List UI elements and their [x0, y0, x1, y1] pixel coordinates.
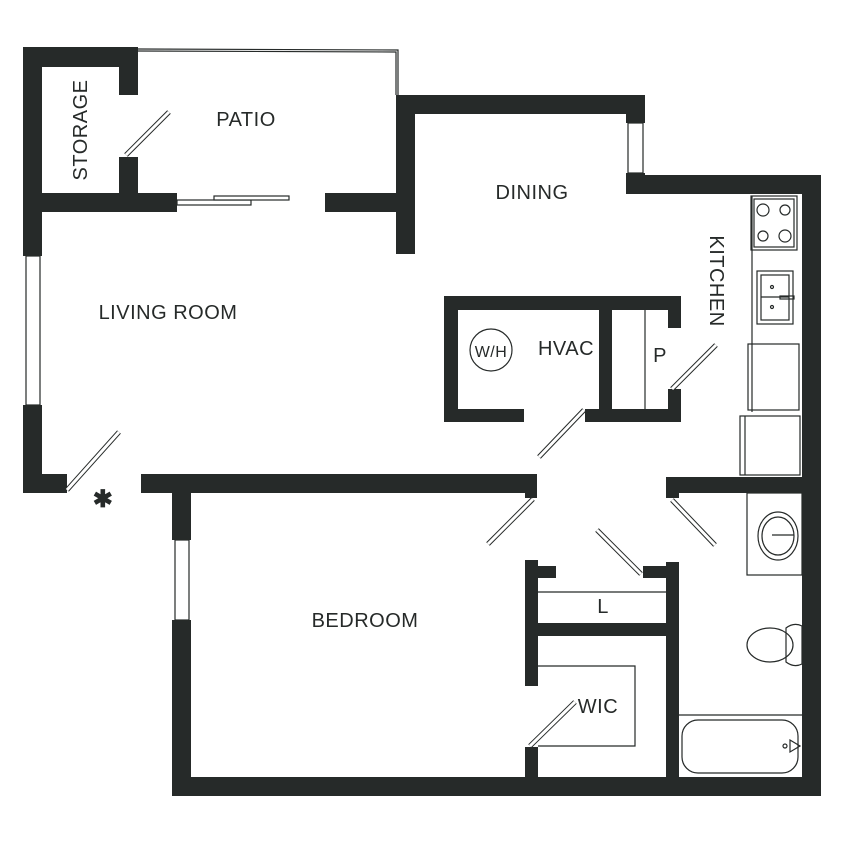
label-water-heater: W/H: [475, 344, 508, 361]
walls: [23, 47, 821, 796]
fixtures: [469, 195, 803, 774]
vanity-icon: [746, 492, 803, 576]
label-patio: PATIO: [216, 109, 276, 131]
label-kitchen: KITCHEN: [705, 235, 727, 326]
sliding-door-panel[interactable]: [213, 195, 290, 201]
toilet-icon: [746, 623, 803, 667]
kitchen-sink-icon: [756, 270, 795, 325]
label-pantry: P: [653, 345, 667, 367]
room-labels: STORAGE PATIO DINING KITCHEN LIVING ROOM…: [70, 80, 727, 718]
bathtub-icon: [681, 719, 799, 774]
label-storage: STORAGE: [70, 80, 92, 181]
label-wic: WIC: [578, 696, 618, 718]
stove-icon: [750, 195, 798, 251]
label-hvac: HVAC: [538, 338, 594, 360]
label-bedroom: BEDROOM: [312, 610, 419, 632]
label-dining: DINING: [496, 182, 569, 204]
water-heater-icon: [469, 328, 513, 372]
label-living-room: LIVING ROOM: [99, 302, 238, 324]
entry-marker-icon: ✱: [93, 486, 114, 513]
windows: [25, 48, 644, 621]
refrigerator-icon: [747, 343, 800, 411]
label-linen: L: [597, 596, 609, 618]
dishwasher-icon: [739, 415, 801, 476]
sliding-door-panel[interactable]: [176, 199, 252, 206]
doors: [65, 110, 718, 748]
bath-sink-icon: [757, 511, 799, 561]
